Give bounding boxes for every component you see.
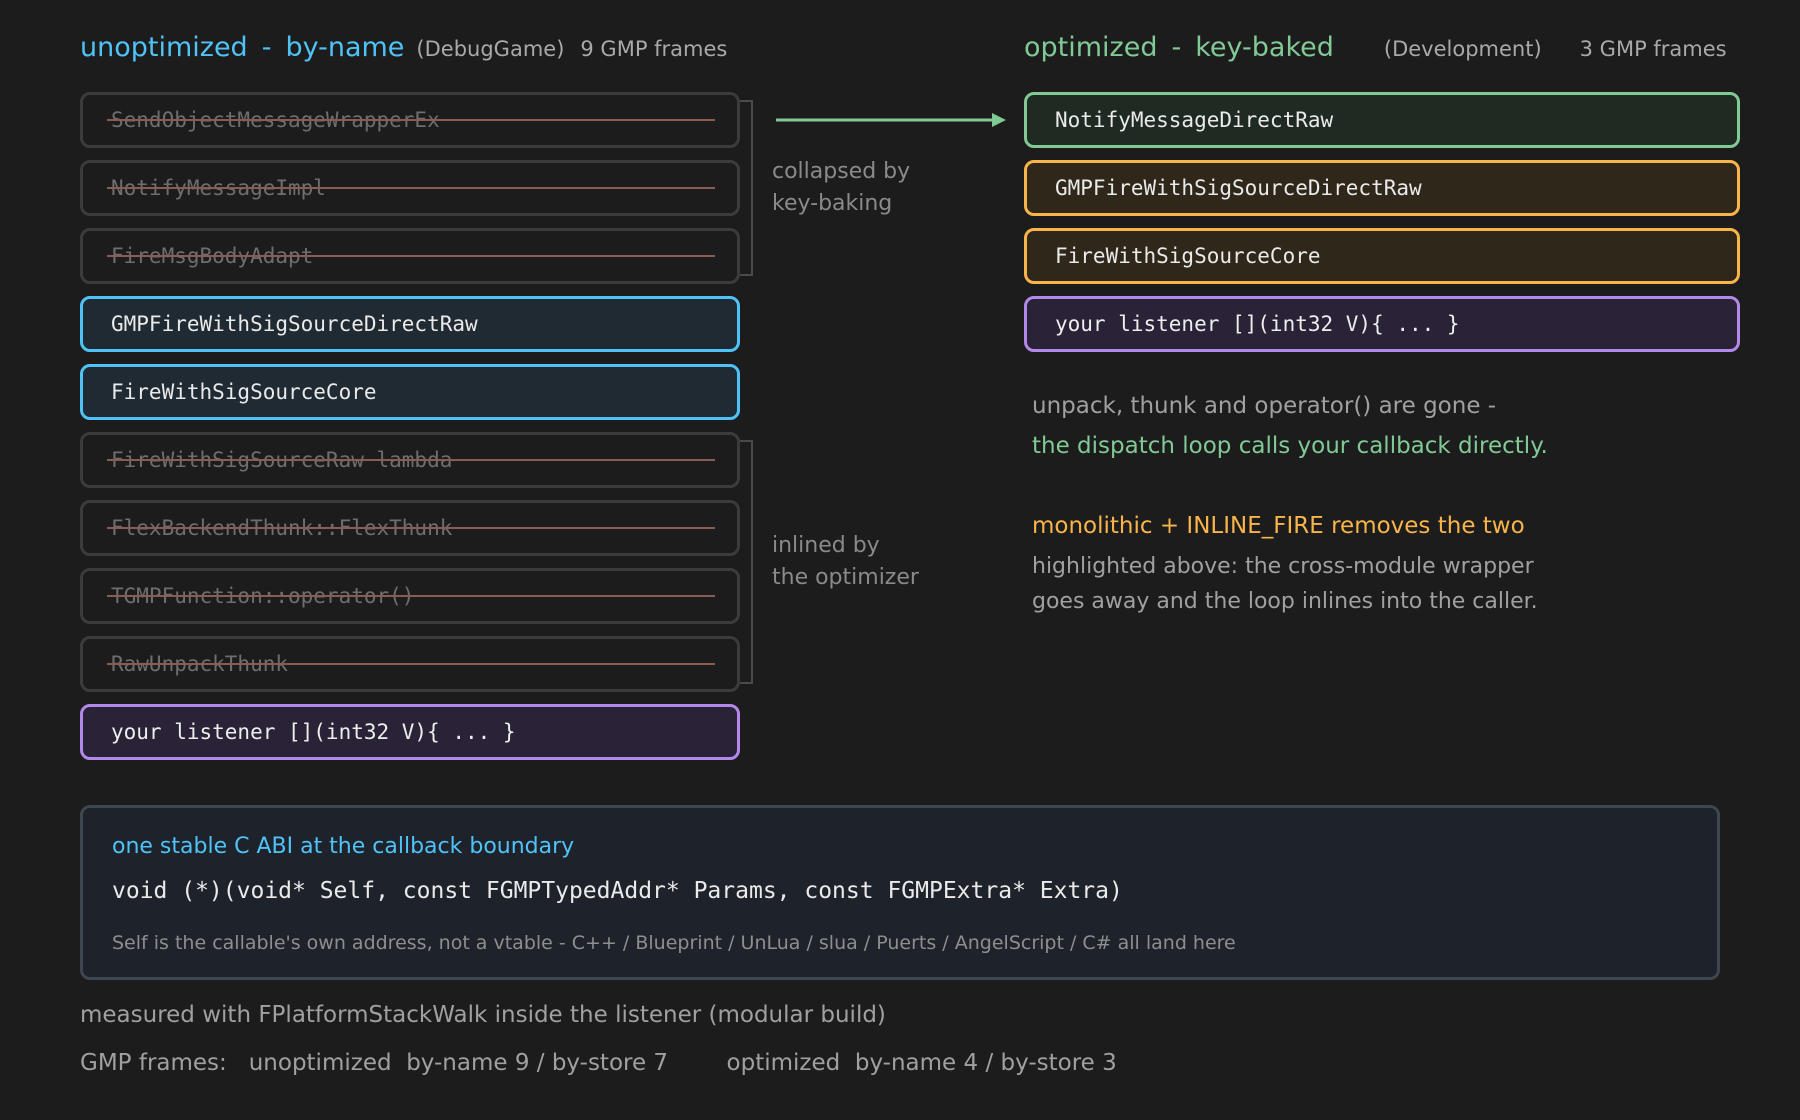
- frame-label: GMPFireWithSigSourceDirectRaw: [1055, 176, 1422, 200]
- left-frame-removed: FireWithSigSourceRaw lambda: [80, 432, 740, 488]
- collapsed-bracket: [740, 100, 753, 276]
- left-frame-kept: GMPFireWithSigSourceDirectRaw: [80, 296, 740, 352]
- left-frame-removed: NotifyMessageImpl: [80, 160, 740, 216]
- left-frame-removed: SendObjectMessageWrapperEx: [80, 92, 740, 148]
- left-frame-removed: RawUnpackThunk: [80, 636, 740, 692]
- frame-label: NotifyMessageDirectRaw: [1055, 108, 1334, 132]
- strikethrough-line: [107, 459, 715, 461]
- explain-line: unpack, thunk and operator() are gone -: [1032, 393, 1497, 419]
- inlined-note-line: inlined by: [772, 533, 880, 558]
- left-header-build: (DebugGame): [416, 37, 565, 61]
- left-header-title: unoptimized: [80, 32, 248, 63]
- frame-label: your listener [](int32 V){ ... }: [1055, 312, 1460, 336]
- abi-detail: Self is the callable's own address, not …: [112, 932, 1236, 954]
- abi-panel: one stable C ABI at the callback boundar…: [80, 805, 1720, 980]
- explain-heading: monolithic + INLINE_FIRE removes the two: [1032, 513, 1525, 539]
- frame-label: GMPFireWithSigSourceDirectRaw: [111, 312, 478, 336]
- left-frame-removed: TGMPFunction::operator(): [80, 568, 740, 624]
- right-header-count: 3 GMP frames: [1579, 37, 1727, 61]
- right-frame-highlighted: FireWithSigSourceCore: [1024, 228, 1740, 284]
- right-frame-highlighted: GMPFireWithSigSourceDirectRaw: [1024, 160, 1740, 216]
- strikethrough-line: [107, 187, 715, 189]
- frame-label: your listener [](int32 V){ ... }: [111, 720, 516, 744]
- right-frame-kept: NotifyMessageDirectRaw: [1024, 92, 1740, 148]
- footer-frame-counts: GMP frames: unoptimized by-name 9 / by-s…: [80, 1050, 1117, 1076]
- left-frame-listener: your listener [](int32 V){ ... }: [80, 704, 740, 760]
- explain-line: goes away and the loop inlines into the …: [1032, 589, 1538, 614]
- right-header: optimized - key-baked (Development) 3 GM…: [1024, 32, 1727, 72]
- right-header-build: (Development): [1383, 37, 1542, 61]
- frame-label: FireWithSigSourceCore: [111, 380, 377, 404]
- arrow-right-icon: [776, 113, 1006, 127]
- collapsed-note-line: key-baking: [772, 191, 893, 216]
- strikethrough-line: [107, 119, 715, 121]
- frame-label: FireWithSigSourceCore: [1055, 244, 1321, 268]
- strikethrough-line: [107, 663, 715, 665]
- collapsed-note: collapsed by key-baking: [772, 156, 910, 220]
- right-frame-listener: your listener [](int32 V){ ... }: [1024, 296, 1740, 352]
- left-header-mode: by-name: [285, 32, 405, 63]
- left-frame-kept: FireWithSigSourceCore: [80, 364, 740, 420]
- left-frame-removed: FlexBackendThunk::FlexThunk: [80, 500, 740, 556]
- right-header-mode: key-baked: [1195, 32, 1334, 63]
- strikethrough-line: [107, 595, 715, 597]
- left-header: unoptimized - by-name (DebugGame) 9 GMP …: [80, 32, 727, 72]
- footer-measure-note: measured with FPlatformStackWalk inside …: [80, 1002, 886, 1028]
- abi-signature: void (*)(void* Self, const FGMPTypedAddr…: [112, 878, 1123, 904]
- right-header-title: optimized: [1024, 32, 1158, 63]
- collapsed-note-line: collapsed by: [772, 159, 911, 184]
- explain-line-highlight: the dispatch loop calls your callback di…: [1032, 433, 1548, 459]
- abi-heading: one stable C ABI at the callback boundar…: [112, 834, 575, 859]
- right-header-dash: -: [1171, 32, 1182, 63]
- inlined-note-line: the optimizer: [772, 565, 919, 590]
- inlined-bracket: [740, 440, 753, 684]
- strikethrough-line: [107, 527, 715, 529]
- strikethrough-line: [107, 255, 715, 257]
- inlined-note: inlined by the optimizer: [772, 530, 919, 594]
- left-header-count: 9 GMP frames: [580, 37, 728, 61]
- left-frame-removed: FireMsgBodyAdapt: [80, 228, 740, 284]
- left-header-dash: -: [261, 32, 272, 63]
- explain-line: highlighted above: the cross-module wrap…: [1032, 554, 1534, 579]
